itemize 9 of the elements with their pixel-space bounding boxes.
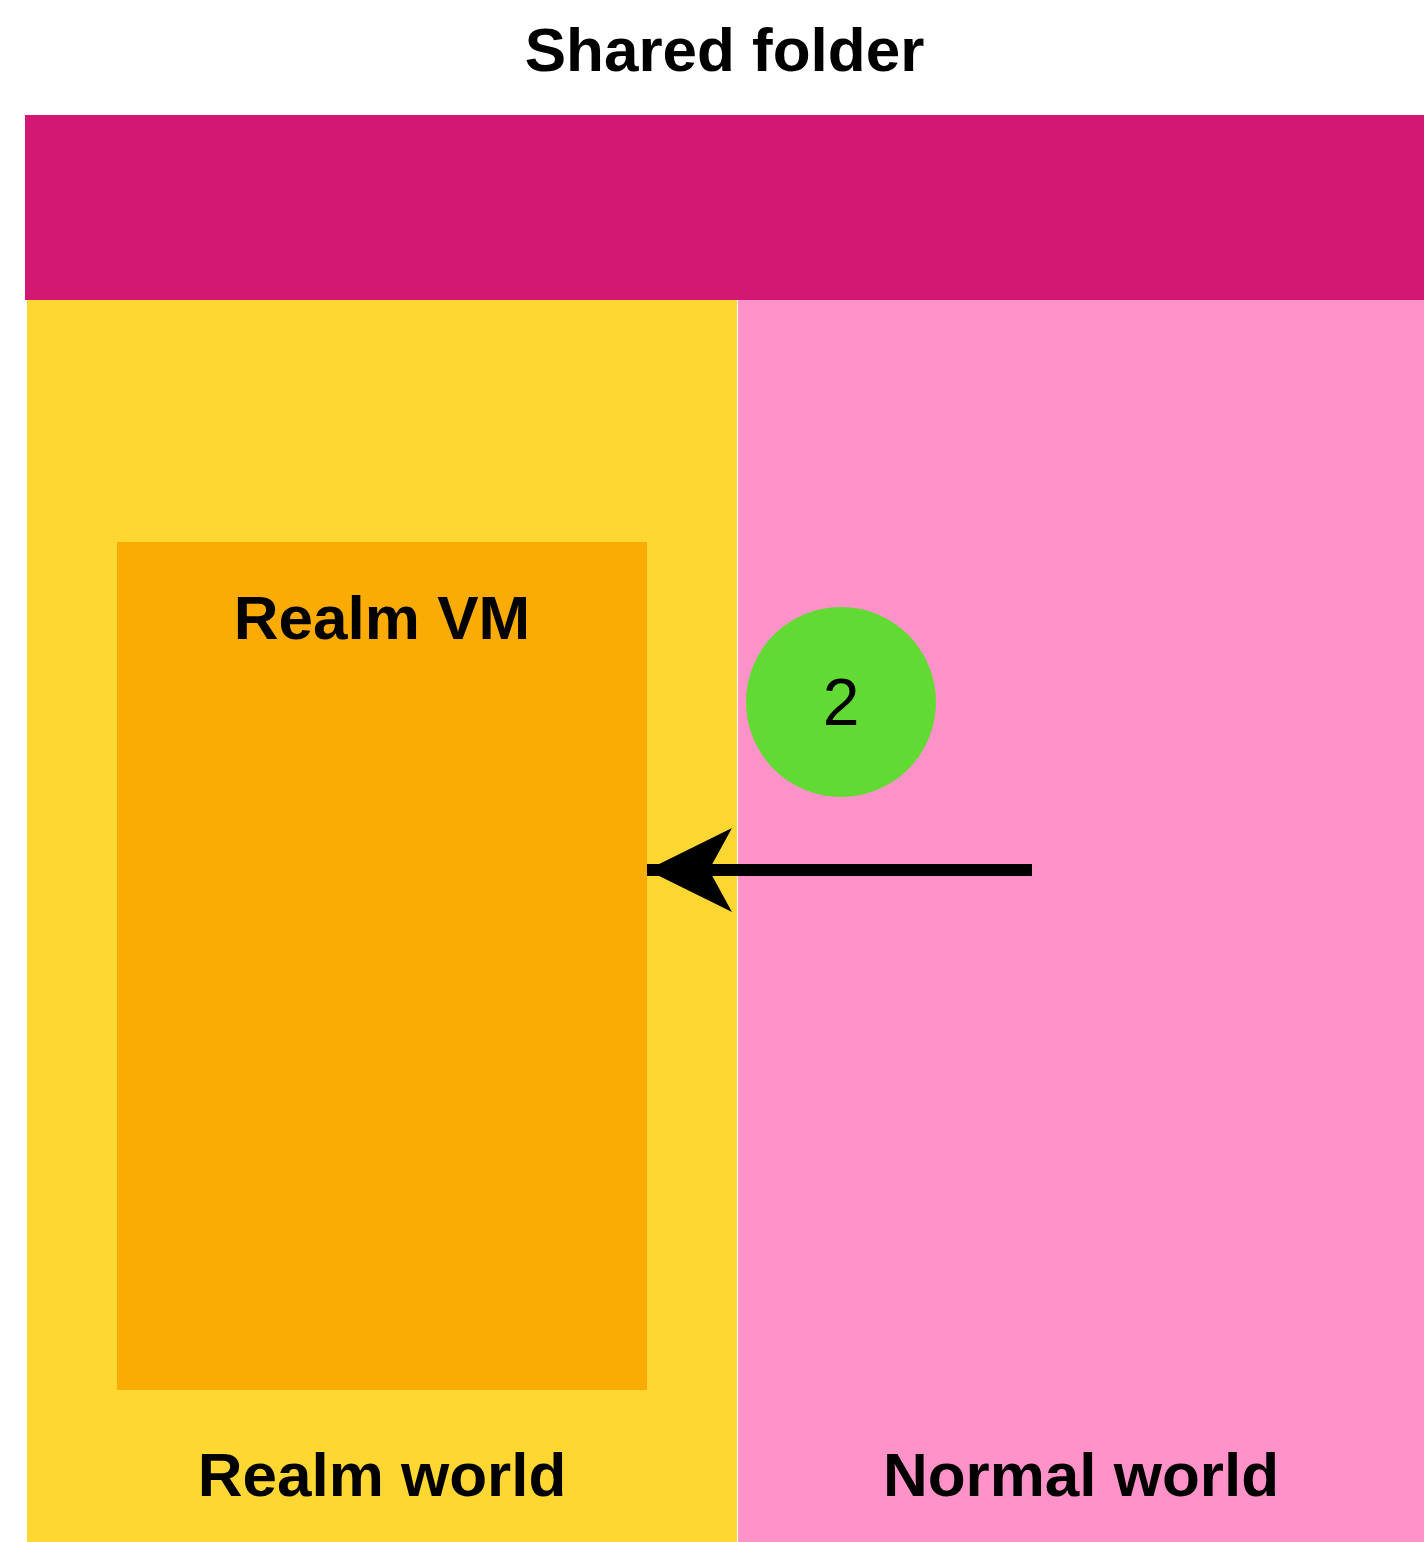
normal-world-panel <box>738 300 1424 1542</box>
realm-world-panel <box>27 300 737 1542</box>
arrow <box>647 828 1032 912</box>
realm-vm-box <box>117 542 647 1390</box>
callout-number: 2 <box>746 607 936 797</box>
panel-label: Normal world <box>882 1439 1280 1510</box>
heading: Shared folder <box>524 14 925 85</box>
panel-label: Realm world <box>197 1439 567 1510</box>
box-title: Realm VM <box>233 582 531 653</box>
